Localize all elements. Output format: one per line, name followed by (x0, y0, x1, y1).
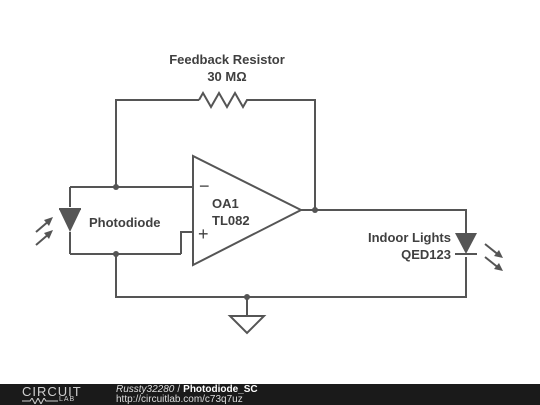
opamp-plus-sign: + (198, 224, 209, 244)
junction-dot (244, 294, 250, 300)
opamp-part-label: TL082 (212, 213, 250, 228)
led-name-label: Indoor Lights (368, 230, 451, 245)
logo-text-circuit: CIRCUIT (22, 384, 82, 399)
circuit-meta: Russty32280/Photodiode_SC (116, 385, 258, 395)
ground-rail (115, 254, 467, 298)
junction-dot (113, 251, 119, 257)
schematic-diagram: − + Feedback Resistor 30 MΩ OA1 TL082 Ph… (35, 52, 503, 335)
led-arrowhead-2 (494, 263, 503, 271)
noninverting-input-wire (180, 231, 193, 254)
footer-bar: CIRCUIT LAB Russty32280/Photodiode_SC ht… (0, 384, 540, 405)
led-part-label: QED123 (401, 247, 451, 262)
author-link[interactable]: Russty32280 (116, 384, 175, 395)
photodiode-label: Photodiode (89, 215, 161, 230)
led-symbol (455, 233, 477, 254)
circuitlab-logo[interactable]: CIRCUIT LAB (22, 385, 96, 404)
led-arrowhead-1 (494, 250, 503, 258)
circuit-title[interactable]: Photodiode_SC (183, 384, 258, 395)
circuit-url[interactable]: http://circuitlab.com/c73q7uz (116, 394, 243, 405)
feedback-resistor-name: Feedback Resistor (169, 52, 285, 67)
photodiode-arrowhead-1 (44, 217, 53, 226)
opamp-ref-label: OA1 (212, 196, 239, 211)
feedback-wire-right (251, 99, 316, 210)
opamp-minus-sign: − (199, 176, 210, 196)
feedback-resistor (198, 90, 251, 110)
output-wire (301, 209, 467, 233)
feedback-resistor-value: 30 MΩ (207, 69, 246, 84)
logo-text-lab: LAB (59, 396, 76, 403)
photodiode-symbol (59, 209, 81, 232)
junction-dot (312, 207, 318, 213)
photodiode-arrowhead-2 (44, 230, 53, 239)
logo-resistor-icon (22, 398, 58, 404)
opamp-triangle (192, 154, 304, 267)
feedback-wire-left (115, 99, 199, 187)
junction-dot (113, 184, 119, 190)
meta-separator: / (177, 384, 181, 395)
ground-symbol (227, 315, 267, 335)
